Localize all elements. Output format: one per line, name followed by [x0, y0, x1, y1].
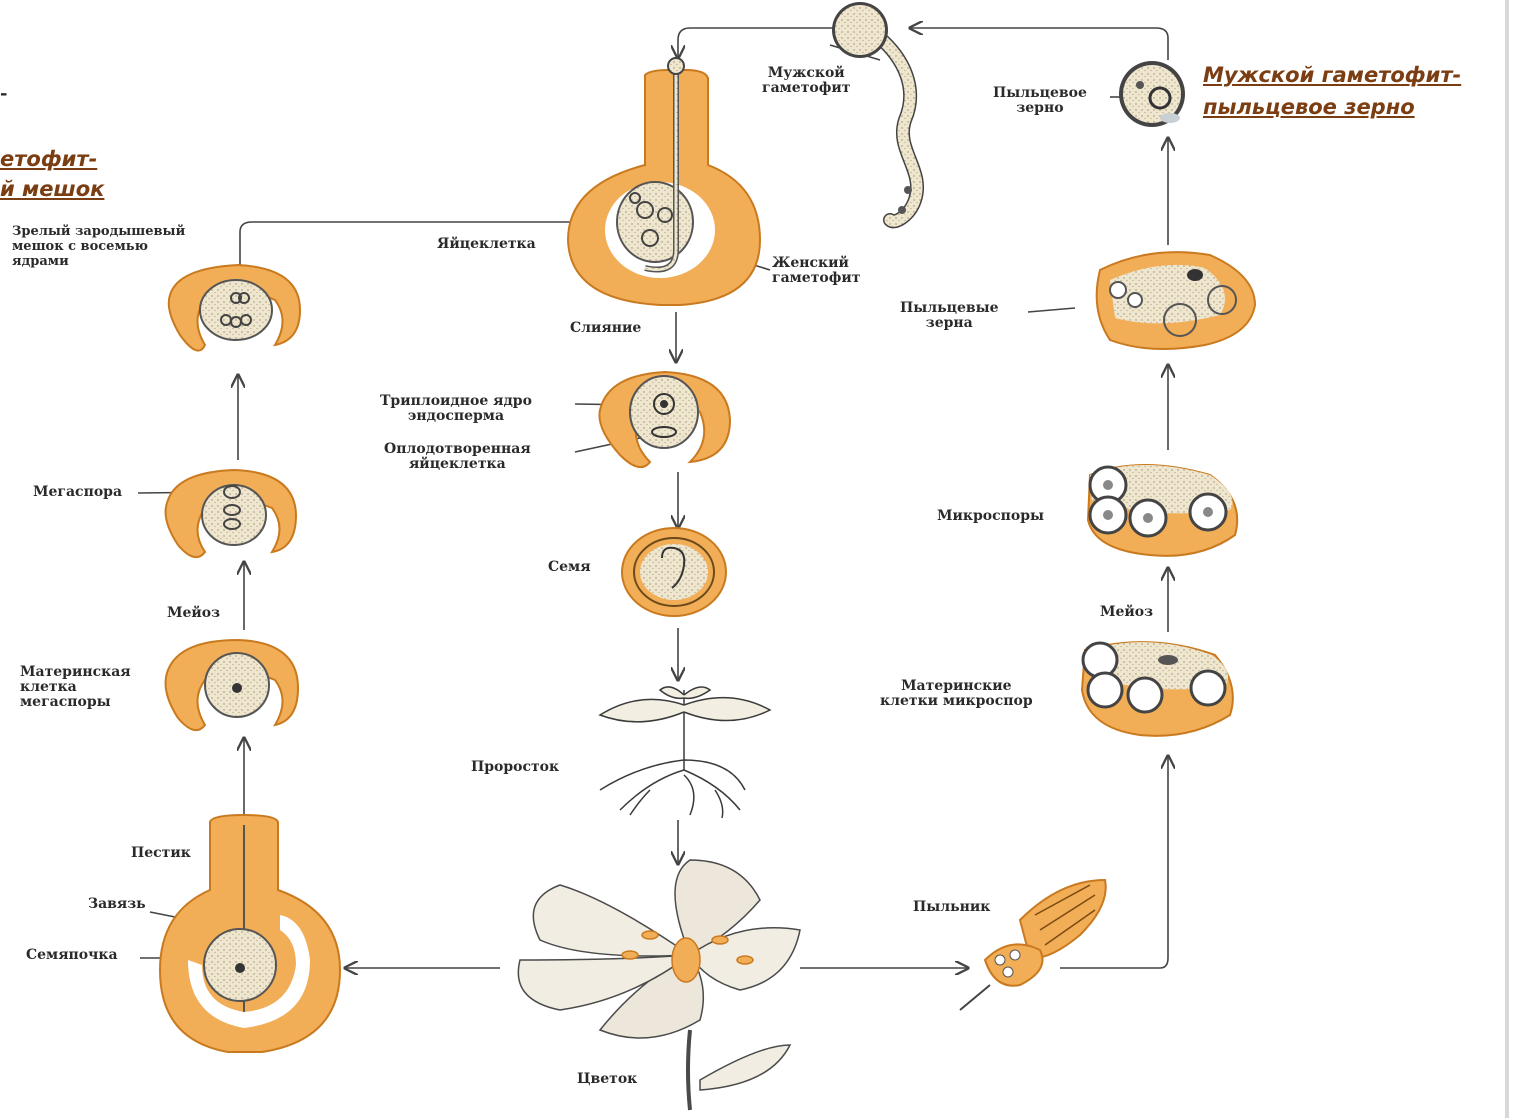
megaspore-figure [166, 470, 296, 557]
arrow-sac-to-egg [240, 222, 620, 270]
label-female-gametophyte: Женский гаметофит [772, 256, 860, 286]
male-gametophyte-heading-line2: пыльцевое зерно [1203, 92, 1415, 122]
pollen-grain-figure [1119, 61, 1185, 127]
seed-figure [622, 528, 726, 616]
label-triploid-nucleus: Триплоидное ядро эндосперма [380, 394, 532, 424]
seedling-figure [600, 687, 770, 818]
label-pollen-grain: Пыльцевое зерно [993, 86, 1087, 116]
label-seed: Семя [548, 560, 591, 575]
megaspore-mother-cell-figure [166, 640, 298, 730]
anther-mother-cells-figure [1082, 642, 1233, 736]
label-microspore-mother-cells: Материнские клетки микроспор [880, 679, 1033, 709]
male-gametophyte-figure [832, 2, 917, 221]
label-mature-embryo-sac: Зрелый зародышевый мешок с восемью ядрам… [12, 224, 185, 269]
label-meiosis-left: Мейоз [167, 606, 220, 621]
page-edge-shadow [1505, 0, 1509, 1118]
label-meiosis-right: Мейоз [1100, 605, 1153, 620]
label-seedling: Проросток [471, 760, 559, 775]
mature-embryo-sac-figure [169, 265, 300, 351]
female-gametophyte-heading-line1: етофит- [0, 144, 97, 174]
label-flower: Цветок [577, 1072, 637, 1087]
label-male-gametophyte: Мужской гаметофит [762, 66, 850, 96]
stray-dash: - [0, 86, 7, 101]
flower-figure [518, 860, 800, 1110]
label-ovary: Завязь [88, 897, 146, 912]
male-gametophyte-heading-line1: Мужской гаметофит- [1203, 60, 1461, 90]
label-ovule: Семяпочка [26, 948, 118, 963]
anther-pollen-grains-figure [1097, 252, 1255, 349]
anther-microspores-figure [1088, 465, 1237, 556]
arrow-top-to-pistil [678, 28, 835, 58]
label-megaspore: Мегаспора [33, 485, 122, 500]
female-gametophyte-heading-line2: й мешок [0, 174, 104, 204]
arrow-pollen-to-male [910, 28, 1168, 60]
label-pistil: Пестик [131, 846, 191, 861]
label-megaspore-mother-cell: Материнская клетка мегаспоры [20, 665, 131, 710]
pistil-fertilization-figure [568, 58, 760, 305]
label-fusion: Слияние [570, 321, 641, 336]
fertilized-ovule-figure [599, 372, 730, 467]
label-fertilized-egg: Оплодотворенная яйцеклетка [384, 442, 531, 472]
label-egg-cell: Яйцеклетка [437, 237, 536, 252]
label-microspores: Микроспоры [937, 509, 1044, 524]
label-anther: Пыльник [913, 900, 990, 915]
label-pollen-grains: Пыльцевые зерна [900, 301, 999, 331]
